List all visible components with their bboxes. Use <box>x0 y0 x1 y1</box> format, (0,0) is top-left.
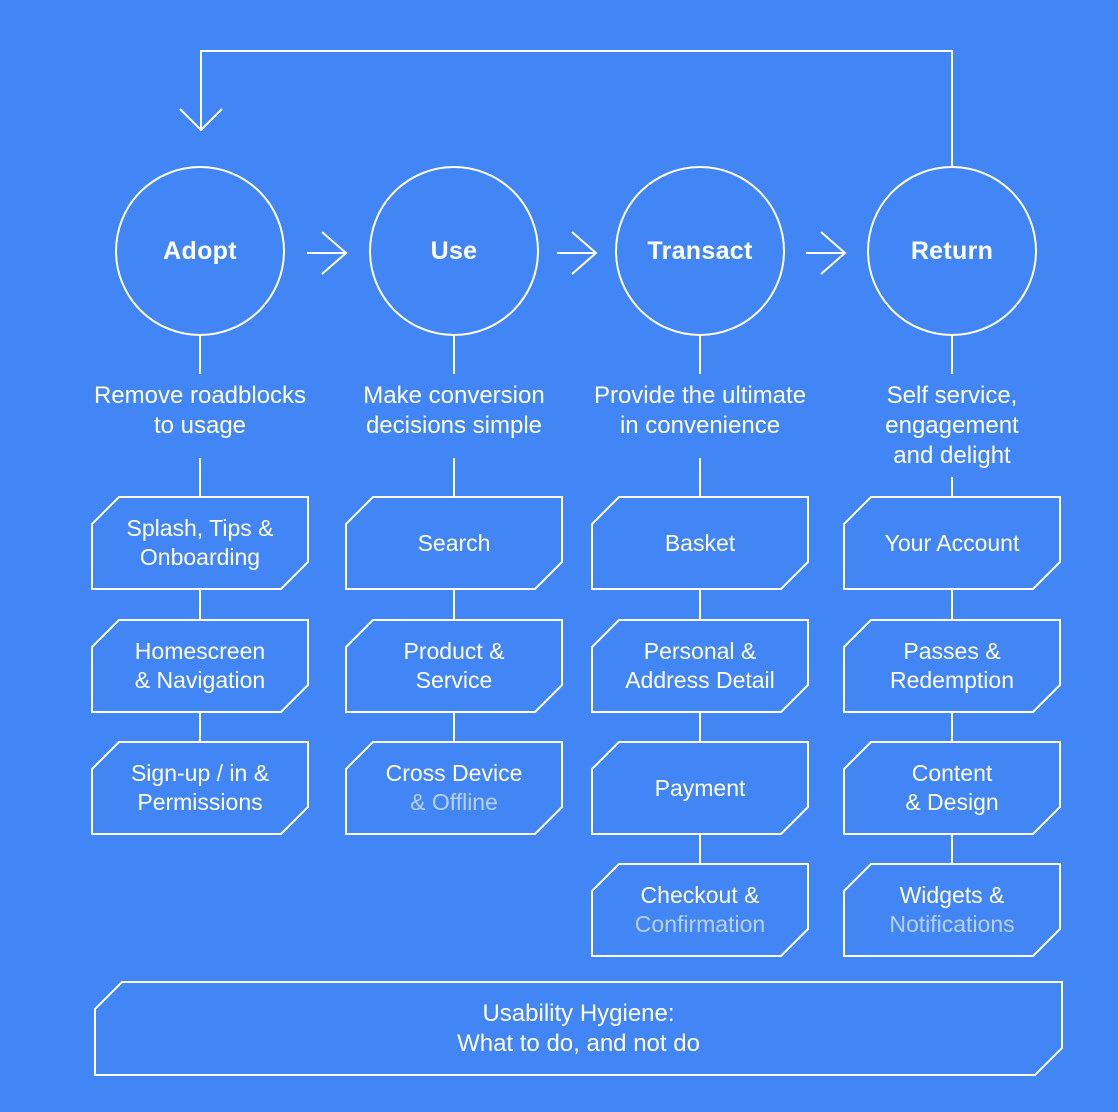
box-splash-tips-onboarding: Splash, Tips & Onboarding <box>92 497 308 589</box>
box-product-service: Product & Service <box>346 620 562 712</box>
stage-label-transact: Transact <box>647 237 753 265</box>
box-label-line: Confirmation <box>634 911 766 937</box>
box-outline <box>843 863 1061 957</box>
box-search: Search <box>346 497 562 589</box>
stage-label-use: Use <box>430 237 478 265</box>
stage-label-return: Return <box>910 237 994 265</box>
stage-description-transact: Provide the ultimate in convenience <box>593 382 807 439</box>
box-your-account: Your Account <box>844 497 1060 589</box>
box-basket: Basket <box>592 497 808 589</box>
box-checkout-confirmation: Checkout & Confirmation <box>592 864 808 956</box>
box-label-line: Service <box>415 667 493 693</box>
box-outline <box>345 741 563 835</box>
box-label-line: Notifications <box>889 911 1015 937</box>
box-content-design: Content & Design <box>844 742 1060 834</box>
box-outline <box>843 619 1061 713</box>
arrow-right-icon <box>806 231 847 275</box>
stage-description-use: Make conversion decisions simple <box>363 382 545 439</box>
footer-bar-outline <box>94 981 1063 1076</box>
box-label-line: Widgets & <box>899 882 1005 908</box>
box-label-line: Personal & <box>643 638 757 664</box>
box-outline <box>345 496 563 590</box>
box-label-line: Content <box>911 760 993 786</box>
box-outline <box>91 741 309 835</box>
stage-description-adopt: Remove roadblocks to usage <box>93 382 307 439</box>
box-label-line: Payment <box>654 774 746 801</box>
box-label-line: Search <box>417 529 491 556</box>
arrow-right-icon <box>307 231 348 275</box>
box-label-line: Redemption <box>889 667 1015 693</box>
box-label-line: & Design <box>905 789 999 815</box>
usability-hygiene-bar: Usability Hygiene: What to do, and not d… <box>457 999 700 1057</box>
return-to-adopt-connector <box>200 50 953 167</box>
box-label-line: Sign-up / in & <box>130 760 270 786</box>
box-label-line: Passes & <box>903 638 1001 664</box>
box-outline <box>91 496 309 590</box>
box-payment: Payment <box>592 742 808 834</box>
box-outline <box>591 619 809 713</box>
stage-description-return: Self service, engagement and delight <box>885 382 1019 469</box>
box-label-line: Checkout & <box>640 882 760 908</box>
box-widgets-notifications: Widgets & Notifications <box>844 864 1060 956</box>
box-outline <box>591 741 809 835</box>
box-outline <box>843 741 1061 835</box>
box-signup-permissions: Sign-up / in & Permissions <box>92 742 308 834</box>
box-personal-address-detail: Personal & Address Detail <box>592 620 808 712</box>
box-label-line: Homescreen <box>134 638 266 664</box>
box-label-line: Address Detail <box>625 667 775 693</box>
box-homescreen-navigation: Homescreen & Navigation <box>92 620 308 712</box>
box-label-line: Splash, Tips & <box>126 515 274 541</box>
arrowhead-down-icon <box>179 108 223 132</box>
box-passes-redemption: Passes & Redemption <box>844 620 1060 712</box>
box-outline <box>843 496 1061 590</box>
arrow-right-icon <box>557 231 598 275</box>
box-outline <box>91 619 309 713</box>
box-label-line: Permissions <box>137 789 263 815</box>
box-outline <box>345 619 563 713</box>
box-label-line: Product & <box>403 638 505 664</box>
box-label-line: & Navigation <box>134 667 266 693</box>
stage-label-adopt: Adopt <box>163 237 237 265</box>
box-outline <box>591 863 809 957</box>
box-cross-device-offline: Cross Device & Offline <box>346 742 562 834</box>
box-label-line: Basket <box>664 529 736 556</box>
box-label-line: & Offline <box>410 789 498 815</box>
box-label-line: Your Account <box>884 529 1020 556</box>
box-label-line: Cross Device <box>385 760 523 786</box>
box-outline <box>591 496 809 590</box>
box-label-line: Onboarding <box>139 544 261 570</box>
